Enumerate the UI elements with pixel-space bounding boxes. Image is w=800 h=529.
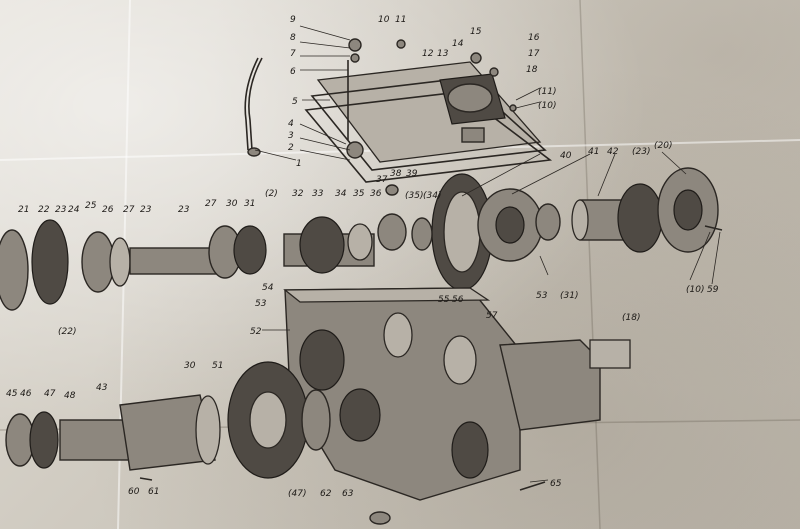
drive-gear (227, 361, 331, 479)
label-34-paren: (34) (423, 191, 441, 201)
label-4: 4 (288, 119, 294, 129)
shift-rod (244, 57, 263, 157)
label-63: 63 (342, 489, 354, 499)
label-38: 38 (390, 169, 402, 179)
label-13: 13 (437, 49, 449, 59)
label-23-b: 23 (140, 205, 152, 215)
label-22-paren: (22) (58, 327, 76, 337)
label-45: 45 (6, 389, 18, 399)
label-5: 5 (292, 97, 298, 107)
label-11: 11 (395, 15, 406, 25)
label-2-paren: (2) (265, 189, 278, 199)
label-24: 24 (68, 205, 80, 215)
label-47-paren: (47) (288, 489, 306, 499)
label-30-b: 30 (184, 361, 196, 371)
label-18: 18 (526, 65, 538, 75)
label-26: 26 (102, 205, 114, 215)
label-6: 6 (290, 67, 296, 77)
leader-lines (254, 25, 721, 483)
label-16: 16 (528, 33, 540, 43)
label-47: 47 (44, 389, 56, 399)
label-30: 30 (226, 199, 238, 209)
label-21: 21 (18, 205, 29, 215)
label-10: 10 (378, 15, 390, 25)
label-9: 9 (290, 15, 296, 25)
label-2: 2 (288, 143, 294, 153)
label-65: 65 (550, 479, 562, 489)
label-11-paren: (11) (538, 87, 556, 97)
label-20-paren: (20) (654, 141, 672, 151)
label-54: 54 (262, 283, 274, 293)
label-41: 41 (588, 147, 599, 157)
label-40: 40 (560, 151, 572, 161)
label-62: 62 (320, 489, 332, 499)
label-42: 42 (607, 147, 619, 157)
label-8: 8 (290, 33, 296, 43)
label-22: 22 (38, 205, 50, 215)
gearbox-housing (283, 287, 631, 525)
label-15: 15 (470, 27, 482, 37)
label-56: 56 (452, 295, 464, 305)
label-32: 32 (292, 189, 304, 199)
label-23-c: 23 (178, 205, 190, 215)
label-52: 52 (250, 327, 262, 337)
label-34: 34 (335, 189, 347, 199)
label-60: 60 (128, 487, 140, 497)
label-46: 46 (20, 389, 32, 399)
label-12: 12 (422, 49, 434, 59)
label-3: 3 (288, 131, 294, 141)
label-17: 17 (528, 49, 540, 59)
input-shaft (0, 184, 433, 311)
label-43: 43 (96, 383, 108, 393)
label-59: 59 (707, 285, 719, 295)
label-53-b: 53 (536, 291, 548, 301)
label-23-paren: (23) (632, 147, 650, 157)
cover-plate (304, 38, 553, 183)
label-31: 31 (244, 199, 255, 209)
label-18-paren: (18) (622, 313, 640, 323)
label-27: 27 (123, 205, 135, 215)
label-39: 39 (406, 169, 418, 179)
label-7: 7 (290, 49, 296, 59)
ring-gear (431, 173, 561, 291)
label-53: 53 (255, 299, 267, 309)
label-57: 57 (486, 311, 498, 321)
label-55: 55 (438, 295, 450, 305)
label-48: 48 (64, 391, 76, 401)
label-25: 25 (85, 201, 97, 211)
label-31-paren: (31) (560, 291, 578, 301)
lower-shaft (5, 394, 221, 481)
label-1: 1 (296, 159, 302, 169)
label-61: 61 (148, 487, 159, 497)
label-51: 51 (212, 361, 223, 371)
label-27-b: 27 (205, 199, 217, 209)
label-35: 35 (353, 189, 365, 199)
label-35-paren: (35) (405, 191, 423, 201)
label-37: 37 (376, 175, 388, 185)
part-labels: 9 10 11 15 16 8 7 6 12 13 14 17 18 (11) … (6, 15, 719, 499)
output-hub (571, 167, 723, 253)
label-36: 36 (370, 189, 382, 199)
label-23: 23 (55, 205, 67, 215)
label-10-paren: (10) (538, 101, 556, 111)
label-14: 14 (452, 39, 464, 49)
label-33: 33 (312, 189, 324, 199)
label-10-paren-b: (10) (686, 285, 704, 295)
